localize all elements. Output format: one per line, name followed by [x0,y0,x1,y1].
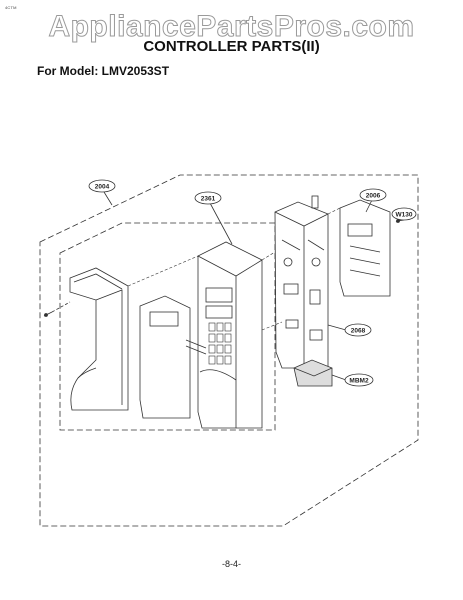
membrane-sheet-part [139,295,191,419]
callout-2004: 2004 [95,184,110,191]
inner-assembly-boundary [59,222,276,431]
callout-2068: 2068 [351,328,366,335]
callout-2361: 2361 [201,196,216,203]
page-title: CONTROLLER PARTS(II) [143,38,320,55]
callout-2006: 2006 [366,193,381,200]
callout-mbm2: MBM2 [349,378,369,385]
callout-w130: W130 [396,212,413,219]
screw-left [43,311,53,317]
door-trim-part [69,267,129,411]
page-number: -8-4- [221,559,241,569]
pcb-bracket-part [274,195,329,369]
model-label: For Model: LMV2053ST [37,64,170,78]
pcb-board-part [339,199,391,297]
control-panel-front [185,241,263,429]
outer-assembly-boundary [39,174,419,527]
mbm2-part [293,359,333,387]
watermark-logo-text: AppliancePartsPros.com [48,10,415,44]
document-code: 4CTM [5,5,17,10]
